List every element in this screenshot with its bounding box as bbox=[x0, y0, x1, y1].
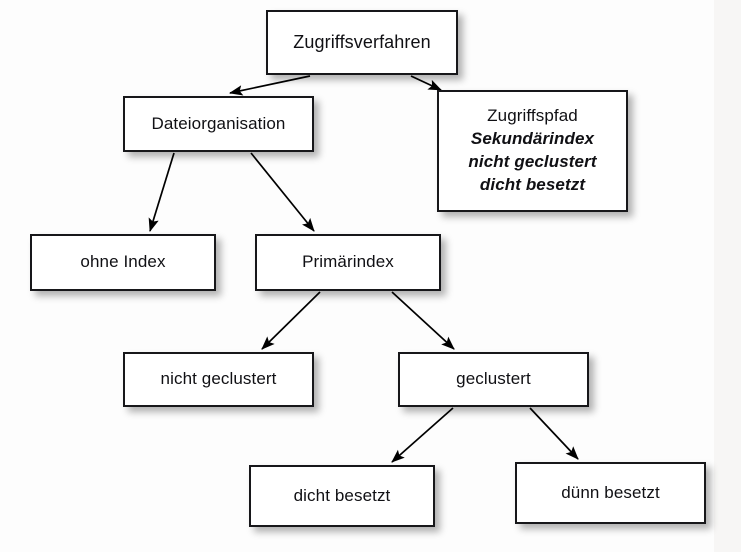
node-label-line: nicht geclustert bbox=[468, 152, 597, 171]
node-label-primaerindex: Primärindex bbox=[257, 251, 439, 274]
edge-primaerindex-to-nicht-geclustert bbox=[261, 291, 321, 350]
node-label-line: dicht besetzt bbox=[293, 485, 391, 505]
node-label-line: Sekundärindex bbox=[470, 129, 595, 149]
node-label-line: Zugriffsverfahren bbox=[293, 32, 431, 53]
node-label-line: ohne Index bbox=[80, 252, 166, 272]
node-label-line: Primärindex bbox=[302, 252, 394, 272]
edge-geclustert-to-dicht-besetzt bbox=[391, 407, 454, 463]
edge-dateiorganisation-to-ohne-index bbox=[148, 152, 175, 232]
edge-geclustert-to-duenn-besetzt bbox=[529, 407, 579, 460]
node-primaerindex[interactable]: Primärindex bbox=[255, 234, 441, 291]
node-label-nicht-geclustert: nicht geclustert bbox=[125, 368, 312, 391]
node-label-dicht-besetzt: dicht besetzt bbox=[251, 485, 433, 508]
node-zugriffsverfahren[interactable]: Zugriffsverfahren bbox=[266, 10, 458, 75]
edge-zugriffsverfahren-to-zugriffspfad bbox=[410, 75, 442, 91]
node-label-ohne-index: ohne Index bbox=[32, 251, 214, 274]
node-duenn-besetzt[interactable]: dünn besetzt bbox=[515, 462, 706, 524]
node-label-line: dicht besetzt bbox=[479, 174, 586, 194]
node-label-line: Dateiorganisation bbox=[151, 113, 286, 133]
node-nicht-geclustert[interactable]: nicht geclustert bbox=[123, 352, 314, 407]
node-label-line: geclustert bbox=[456, 369, 531, 389]
node-dateiorganisation[interactable]: Dateiorganisation bbox=[123, 96, 314, 152]
node-label-dateiorganisation: Dateiorganisation bbox=[125, 113, 312, 136]
node-label-line: dünn besetzt bbox=[561, 482, 660, 502]
edge-dateiorganisation-to-primaerindex bbox=[250, 152, 315, 232]
node-label-geclustert: geclustert bbox=[400, 368, 587, 391]
edge-zugriffsverfahren-to-dateiorganisation bbox=[229, 75, 311, 96]
node-dicht-besetzt[interactable]: dicht besetzt bbox=[249, 465, 435, 527]
node-label-zugriffsverfahren: Zugriffsverfahren bbox=[268, 30, 456, 54]
node-label-line: Zugriffspfad bbox=[487, 106, 578, 126]
node-ohne-index[interactable]: ohne Index bbox=[30, 234, 216, 291]
page-right-margin-strip bbox=[714, 0, 741, 552]
node-label-line: nicht geclustert bbox=[160, 369, 277, 389]
node-label-duenn-besetzt: dünn besetzt bbox=[517, 482, 704, 505]
edge-primaerindex-to-geclustert bbox=[391, 291, 455, 350]
node-geclustert[interactable]: geclustert bbox=[398, 352, 589, 407]
